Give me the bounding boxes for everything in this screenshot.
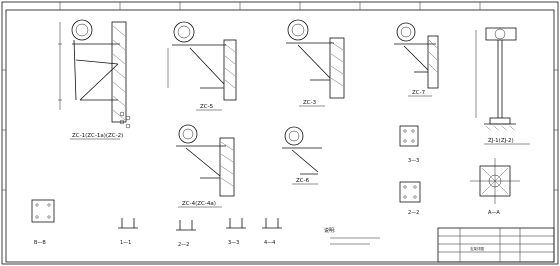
label-sec-1-1: 1—1 [120, 240, 131, 246]
label-sec-3-3: 3—3 [408, 158, 419, 164]
detail-section-a-a [470, 158, 520, 204]
label-zc-1: ZC-1(ZC-1a)(ZC-2) [72, 133, 123, 139]
label-zc-7: ZC-7 [412, 90, 426, 96]
detail-section-b-b [31, 199, 55, 223]
detail-zc-1 [58, 19, 131, 129]
title-block [437, 227, 555, 263]
detail-section-3-3b [226, 218, 246, 229]
notes-title: 说明: [324, 227, 336, 234]
title-block-drawing-name: 支架详图 [470, 246, 484, 251]
detail-zc-5 [167, 21, 237, 101]
label-sec-2-2b: 2—2 [178, 242, 189, 248]
label-zc-3: ZC-3 [303, 100, 317, 106]
label-zc-5: ZC-5 [200, 104, 214, 110]
detail-zc-7 [394, 22, 439, 89]
top-grid-ticks [2, 2, 558, 191]
detail-section-1-1 [118, 218, 138, 229]
detail-section-2-2b [176, 220, 196, 231]
label-sec-4-4: 4—4 [264, 240, 275, 246]
label-sec-a-a: A—A [488, 210, 500, 216]
label-zj-1: ZJ-1(ZJ-2) [488, 138, 514, 144]
detail-section-4-4 [262, 218, 282, 229]
detail-zj-1 [475, 27, 517, 131]
detail-zc-4 [176, 124, 235, 197]
label-zc-4: ZC-4(ZC-4a) [182, 201, 216, 207]
detail-section-2-2 [399, 181, 421, 203]
label-sec-b-b: B—B [34, 240, 46, 246]
detail-zc-3 [286, 19, 345, 99]
inner-frame [5, 9, 555, 263]
label-sec-3-3b: 3—3 [228, 240, 239, 246]
label-zc-6: ZC-6 [296, 178, 310, 184]
detail-zc-6 [282, 126, 322, 175]
label-sec-2-2: 2—2 [408, 210, 419, 216]
detail-section-3-3 [399, 125, 419, 147]
